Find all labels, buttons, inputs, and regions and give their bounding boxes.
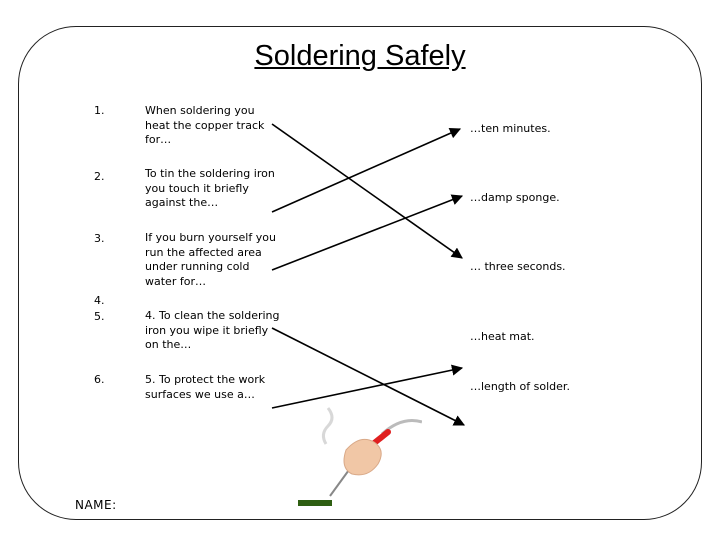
arrow-line-3	[271, 194, 464, 271]
question-number-6: 6.	[94, 373, 105, 386]
arrow-line-1	[271, 123, 463, 259]
answer-text-3: … three seconds.	[470, 260, 566, 273]
name-label: NAME:	[75, 498, 117, 512]
answer-text-2: …damp sponge.	[470, 191, 560, 204]
arrow-line-5	[271, 364, 464, 409]
answer-text-1: …ten minutes.	[470, 122, 551, 135]
question-number-3: 3.	[94, 232, 105, 245]
question-number-5: 5.	[94, 310, 105, 323]
arrow-line-2	[271, 127, 462, 213]
question-text-4: 4. To clean the soldering iron you wipe …	[145, 309, 280, 351]
soldering-iron-illustration	[298, 407, 422, 506]
question-text-5: 5. To protect the work surfaces we use a…	[145, 373, 266, 401]
arrow-line-4	[271, 327, 465, 426]
rounded-border-frame	[18, 26, 702, 520]
answer-text-5: …length of solder.	[470, 380, 570, 393]
fume-wisp	[321, 407, 334, 445]
page-title: Soldering Safely	[254, 40, 466, 72]
question-number-2: 2.	[94, 170, 105, 183]
question-text-3: If you burn yourself you run the affecte…	[145, 231, 276, 288]
question-text-1: When soldering you heat the copper track…	[145, 104, 265, 146]
question-text-2: To tin the soldering iron you touch it b…	[145, 167, 275, 209]
question-number-4: 4.	[94, 294, 105, 307]
heat-mat	[298, 500, 332, 506]
question-number-1: 1.	[94, 104, 105, 117]
hand	[343, 438, 382, 476]
answer-text-4: …heat mat.	[470, 330, 535, 343]
